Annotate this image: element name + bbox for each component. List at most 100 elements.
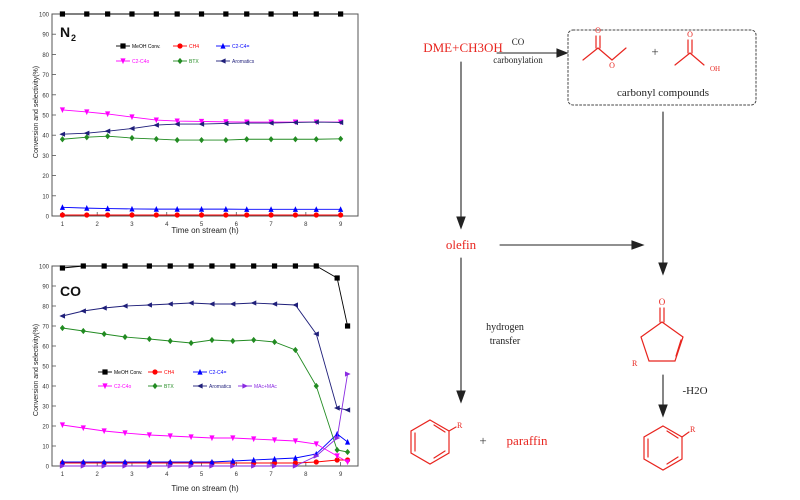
data-point bbox=[268, 206, 274, 212]
y-tick-label: 30 bbox=[42, 405, 49, 411]
data-point bbox=[105, 212, 111, 218]
data-point bbox=[153, 122, 159, 128]
x-tick-label: 5 bbox=[200, 472, 204, 478]
cyclopentenone-structure bbox=[640, 307, 684, 362]
data-point bbox=[174, 118, 180, 125]
carbonyl-box bbox=[567, 29, 757, 106]
data-point bbox=[251, 456, 257, 463]
series-btx bbox=[59, 324, 351, 456]
y-tick-label: 70 bbox=[42, 325, 49, 331]
data-point bbox=[105, 133, 111, 140]
x-tick-label: 3 bbox=[130, 472, 134, 478]
x-tick-label: 2 bbox=[96, 222, 100, 228]
data-point bbox=[167, 263, 173, 269]
data-point bbox=[146, 463, 153, 469]
legend-entry: CH4 bbox=[173, 43, 199, 50]
data-point bbox=[129, 212, 135, 218]
paraffin-label: paraffin bbox=[507, 433, 548, 448]
y-tick-label: 50 bbox=[42, 365, 49, 371]
plot-frame bbox=[51, 265, 359, 467]
series-ch4 bbox=[59, 212, 344, 218]
data-point bbox=[344, 459, 351, 466]
y-tick-label: 0 bbox=[46, 465, 50, 471]
data-point bbox=[209, 458, 215, 465]
data-point bbox=[167, 337, 173, 345]
data-point bbox=[146, 432, 152, 439]
x-tick-label: 6 bbox=[235, 222, 239, 228]
data-point bbox=[101, 463, 108, 469]
data-point bbox=[153, 11, 159, 17]
x-tick-label: 9 bbox=[339, 472, 343, 478]
data-point bbox=[313, 263, 319, 269]
x-tick-label: 8 bbox=[304, 222, 308, 228]
data-point bbox=[313, 382, 319, 390]
data-point bbox=[80, 263, 86, 269]
data-point bbox=[334, 405, 340, 411]
data-point bbox=[292, 136, 299, 143]
data-point bbox=[101, 330, 107, 338]
data-point bbox=[338, 135, 344, 142]
data-point bbox=[101, 428, 107, 435]
legend-label: CH4 bbox=[189, 44, 199, 50]
panel-label: N bbox=[60, 24, 70, 40]
data-point bbox=[344, 438, 351, 445]
legend-entry: BTX bbox=[173, 57, 199, 65]
data-point bbox=[146, 458, 152, 465]
data-point bbox=[244, 136, 250, 143]
y-tick-label: 100 bbox=[39, 13, 50, 19]
data-point bbox=[230, 435, 236, 442]
data-point bbox=[292, 11, 299, 17]
data-point bbox=[59, 324, 66, 332]
x-tick-label: 6 bbox=[235, 472, 239, 478]
legend-label: C2-C4= bbox=[209, 370, 226, 376]
data-point bbox=[338, 11, 344, 17]
data-point bbox=[84, 109, 90, 116]
data-point bbox=[83, 130, 90, 136]
data-point bbox=[292, 463, 299, 469]
legend-label: BTX bbox=[164, 384, 174, 390]
data-point bbox=[59, 11, 66, 17]
data-point bbox=[59, 458, 66, 465]
data-point bbox=[313, 136, 319, 143]
legend-entry: C2-C4o bbox=[98, 383, 131, 390]
x-tick-label: 8 bbox=[304, 472, 308, 478]
ester-o-label: O bbox=[595, 26, 601, 35]
x-tick-label: 7 bbox=[269, 222, 273, 228]
data-point bbox=[313, 453, 320, 459]
data-point bbox=[174, 136, 180, 144]
data-point bbox=[292, 119, 299, 126]
data-point bbox=[188, 458, 194, 465]
data-point bbox=[101, 263, 107, 269]
legend-swatch-marker bbox=[120, 58, 126, 65]
series-mac-mac bbox=[59, 371, 351, 469]
data-point bbox=[338, 206, 344, 212]
data-point bbox=[344, 448, 351, 456]
series-aromatics bbox=[59, 119, 344, 137]
data-point bbox=[344, 407, 351, 413]
data-point bbox=[129, 11, 135, 17]
aromatic-ring-left bbox=[410, 419, 457, 465]
data-point bbox=[122, 463, 129, 469]
legend-swatch-marker bbox=[177, 43, 183, 49]
data-point bbox=[167, 433, 173, 440]
data-point bbox=[128, 125, 135, 132]
legend-label: MAc+MAc bbox=[254, 384, 277, 390]
data-point bbox=[334, 446, 340, 454]
data-point bbox=[292, 302, 299, 308]
data-point bbox=[337, 119, 344, 126]
data-point bbox=[153, 135, 159, 143]
data-point bbox=[153, 117, 159, 124]
data-point bbox=[153, 206, 159, 212]
acid-o-label: O bbox=[687, 30, 693, 39]
legend-swatch-marker bbox=[219, 58, 226, 64]
data-point bbox=[223, 136, 229, 144]
legend-entry: Aromatics bbox=[216, 58, 255, 65]
data-point bbox=[334, 275, 340, 281]
olefin-label: olefin bbox=[446, 237, 477, 252]
data-point bbox=[198, 206, 205, 212]
data-point bbox=[174, 212, 180, 218]
data-point bbox=[292, 346, 299, 354]
data-point bbox=[230, 337, 236, 345]
y-tick-label: 40 bbox=[42, 385, 49, 391]
